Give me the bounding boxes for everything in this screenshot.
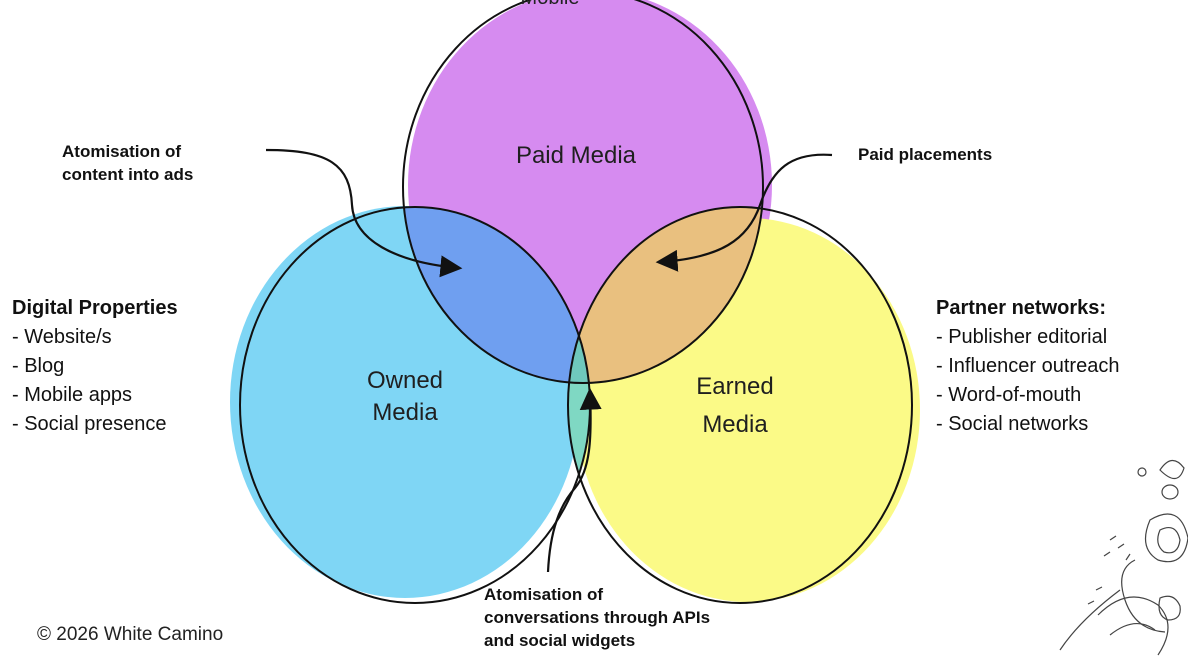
paid-earned-overlap [568,207,763,383]
annotation-line: Atomisation of [62,142,181,161]
paid-media-outline [402,0,764,384]
earned-media-label-2: Media [702,411,768,438]
annotation-line: and social widgets [484,631,636,650]
list-item: - Publisher editorial [936,326,1108,348]
list-item: - Mobile apps [12,384,133,406]
annotation-line: conversations through APIs [484,608,711,627]
list-item: - Word-of-mouth [936,384,1082,406]
list-item: - Influencer outreach [936,355,1120,377]
annotation-paid-placements: Paid placements [858,143,992,166]
partner-networks-list: Partner networks: - Publisher editorial … [936,294,1119,439]
list-item: - Blog [12,355,65,377]
annotation-line: content into ads [62,165,194,184]
list-item: - Social presence [12,413,167,435]
annotation-content-into-ads: Atomisation of content into ads [62,140,193,186]
arrow-conversations [546,387,602,573]
paid-media-label: Paid Media [516,142,637,169]
paid-owned-overlap [403,207,590,383]
annotation-line: Paid placements [858,145,993,164]
list-item: - Website/s [12,326,112,348]
annotation-line: Atomisation of [484,585,603,604]
partner-networks-heading: Partner networks: [936,297,1107,319]
pebble-doodle-icon [1059,459,1188,656]
arrow-content-to-ads [265,148,463,278]
digital-properties-list: Digital Properties - Website/s - Blog - … [12,294,178,439]
digital-properties-heading: Digital Properties [12,297,178,319]
owned-media-label-1: Owned [367,367,443,394]
owned-media-label-2: Media [372,399,438,426]
list-item: - Social networks [936,413,1089,435]
copyright-text: © 2026 White Camino [37,624,224,645]
earned-media-outline [567,206,913,604]
annotation-conversations: Atomisation of conversations through API… [484,583,710,652]
top-cutoff-label: Mobile [521,0,580,9]
arrow-paid-placements [655,153,833,272]
earned-media-label-1: Earned [696,373,773,400]
